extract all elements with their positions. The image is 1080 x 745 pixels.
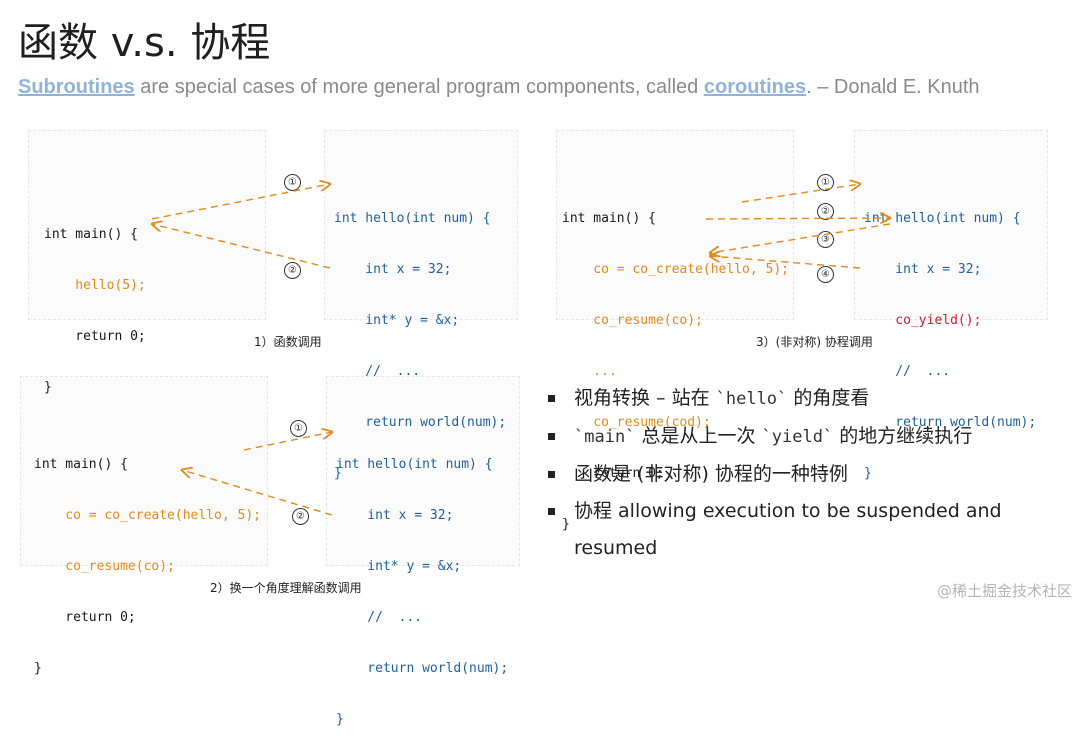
bullet-item: 协程 allowing execution to be suspended an… bbox=[546, 493, 1066, 567]
code-line: // ... bbox=[864, 364, 951, 379]
code-line: } bbox=[334, 466, 342, 481]
arrow-finish bbox=[710, 256, 861, 269]
diagram3-main-panel bbox=[556, 130, 794, 320]
code-line: int main() { bbox=[562, 211, 656, 226]
code-line: int* y = &x; bbox=[336, 559, 462, 574]
diagram1-hello-panel bbox=[324, 130, 518, 320]
quote-middle: are special cases of more general progra… bbox=[134, 76, 704, 98]
bullet-item: `main` 总是从上一次 `yield` 的地方继续执行 bbox=[546, 418, 1066, 456]
code-line: return 0; bbox=[44, 329, 146, 344]
page-title: 函数 v.s. 协程 bbox=[18, 20, 271, 66]
coroutines-link[interactable]: coroutines bbox=[703, 76, 807, 98]
code-line-ellipsis: ... bbox=[562, 364, 617, 379]
bullet-list: 视角转换 – 站在 `hello` 的角度看 `main` 总是从上一次 `yi… bbox=[546, 380, 1066, 567]
flow-arrows bbox=[0, 0, 1080, 516]
arrow-create bbox=[741, 184, 860, 203]
code-line-yield: co_yield(); bbox=[864, 313, 982, 328]
code-line: int hello(int num) { bbox=[336, 457, 493, 472]
knuth-quote: Subroutines are special cases of more ge… bbox=[18, 76, 980, 99]
code-line: } bbox=[44, 380, 52, 395]
code-line: } bbox=[34, 661, 42, 676]
code-line-resume: co_resume(co); bbox=[34, 559, 175, 574]
step-marker-2: ② bbox=[284, 262, 301, 279]
code-line: // ... bbox=[336, 610, 423, 625]
code-line: int x = 32; bbox=[864, 262, 982, 277]
arrow-resume bbox=[705, 218, 890, 219]
subroutines-link[interactable]: Subroutines bbox=[18, 76, 135, 98]
code-line: int x = 32; bbox=[336, 508, 454, 523]
step-marker-2: ② bbox=[817, 203, 834, 220]
code-line: return 0; bbox=[562, 466, 664, 481]
diagram3-caption: 3）(非对称) 协程调用 bbox=[756, 335, 873, 349]
diagram1-main-code: int main() { hello(5); return 0; } bbox=[44, 192, 146, 413]
diagram3-main-code: int main() { co = co_create(hello, 5); c… bbox=[562, 176, 789, 550]
code-main: `main` bbox=[574, 427, 636, 447]
code-line: } bbox=[864, 466, 872, 481]
quote-end: . – Donald E. Knuth bbox=[806, 76, 980, 98]
diagram2-caption: 2）换一个角度理解函数调用 bbox=[210, 581, 362, 595]
arrow-create bbox=[243, 432, 332, 451]
arrow-return bbox=[152, 224, 331, 269]
code-yield: `yield` bbox=[761, 427, 834, 447]
bullet-item: 函数是 (非对称) 协程的一种特例 bbox=[546, 456, 1066, 493]
step-marker-4: ④ bbox=[817, 266, 834, 283]
step-marker-2: ② bbox=[292, 508, 309, 525]
code-line: } bbox=[336, 712, 344, 727]
diagram2-hello-panel bbox=[326, 376, 520, 566]
step-marker-3: ③ bbox=[817, 231, 834, 248]
code-line-create: co = co_create(hello, 5); bbox=[34, 508, 261, 523]
code-line: return world(num); bbox=[864, 415, 1037, 430]
code-line: return world(num); bbox=[336, 661, 509, 676]
code-line-resume: co_resume(co); bbox=[562, 313, 703, 328]
code-line: int main() { bbox=[44, 227, 138, 242]
bullet-item: 视角转换 – 站在 `hello` 的角度看 bbox=[546, 380, 1066, 418]
arrow-call bbox=[151, 184, 330, 220]
watermark: @稀土掘金技术社区 bbox=[936, 582, 1072, 600]
code-hello: `hello` bbox=[715, 389, 788, 409]
code-line-resume: co_resume(cod); bbox=[562, 415, 711, 430]
code-line: // ... bbox=[334, 364, 421, 379]
step-marker-1: ① bbox=[290, 420, 307, 437]
arrow-yield bbox=[710, 223, 891, 253]
diagram2-main-panel bbox=[20, 376, 268, 566]
diagram1-caption: 1）函数调用 bbox=[254, 335, 322, 349]
step-marker-1: ① bbox=[817, 174, 834, 191]
code-line: int main() { bbox=[34, 457, 128, 472]
code-line-create: co = co_create(hello, 5); bbox=[562, 262, 789, 277]
code-line-call: hello(5); bbox=[44, 278, 146, 293]
step-marker-1: ① bbox=[284, 174, 301, 191]
code-line: return 0; bbox=[34, 610, 136, 625]
code-line: return world(num); bbox=[334, 415, 507, 430]
code-line: int x = 32; bbox=[334, 262, 452, 277]
arrow-return bbox=[182, 470, 333, 516]
code-line: } bbox=[562, 517, 570, 532]
code-line: int* y = &x; bbox=[334, 313, 460, 328]
code-line: int hello(int num) { bbox=[334, 211, 491, 226]
diagram1-main-panel bbox=[28, 130, 266, 320]
diagram1-hello-code: int hello(int num) { int x = 32; int* y … bbox=[334, 176, 506, 499]
